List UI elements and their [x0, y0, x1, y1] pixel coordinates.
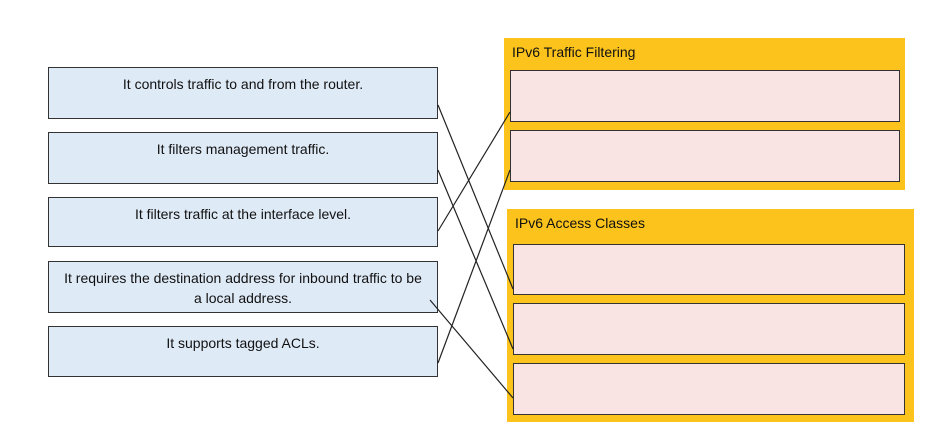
drop-slot[interactable]: [513, 363, 905, 415]
connector-line: [437, 169, 511, 364]
statement-box[interactable]: It controls traffic to and from the rout…: [48, 67, 438, 119]
statement-text: It filters management traffic.: [156, 141, 330, 157]
statement-box[interactable]: It filters traffic at the interface leve…: [48, 197, 438, 247]
drop-slot[interactable]: [513, 303, 905, 355]
statement-text: It controls traffic to and from the rout…: [122, 76, 364, 92]
statement-box[interactable]: It filters management traffic.: [48, 132, 438, 184]
statement-box[interactable]: It supports tagged ACLs.: [48, 326, 438, 377]
drop-slot[interactable]: [513, 244, 905, 295]
drop-slot[interactable]: [510, 130, 900, 182]
drop-slot[interactable]: [510, 70, 900, 122]
access-classes-group: IPv6 Access Classes: [507, 209, 914, 422]
connector-line: [437, 111, 511, 232]
statement-text: It requires the destination address for …: [64, 270, 422, 306]
connector-line: [429, 299, 514, 399]
group-title: IPv6 Traffic Filtering: [512, 44, 636, 60]
traffic-filtering-group: IPv6 Traffic Filtering: [504, 38, 905, 190]
group-title: IPv6 Access Classes: [515, 215, 645, 231]
connector-line: [437, 104, 514, 290]
statement-box[interactable]: It requires the destination address for …: [48, 261, 438, 313]
statement-text: It supports tagged ACLs.: [166, 335, 320, 351]
connector-line: [437, 169, 514, 350]
statement-text: It filters traffic at the interface leve…: [134, 206, 352, 222]
